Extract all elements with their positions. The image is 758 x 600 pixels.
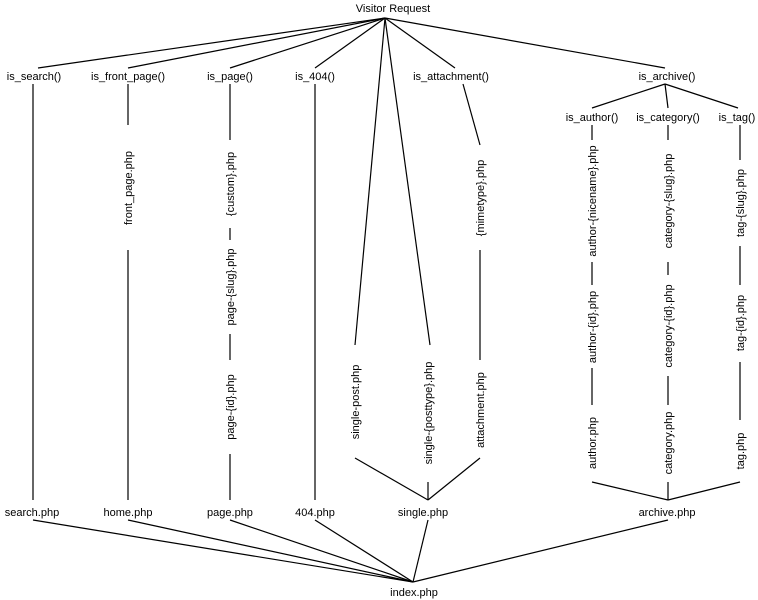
node-is-search: is_search() [7, 71, 61, 83]
node-author-id: author-{id}.php [587, 291, 599, 363]
edges-chains [32, 83, 741, 500]
node-single-posttype: single-{posttype}.php [423, 362, 435, 465]
node-archive-php: archive.php [639, 507, 696, 519]
node-tag-id: tag-{id}.php [735, 295, 747, 351]
edge-root-is-attachment [384, 17, 456, 69]
node-single-php: single.php [398, 507, 448, 519]
edge-root-single-post [354, 17, 386, 346]
edge-tag-php-archive-php [667, 481, 741, 501]
edge-is-archive-is-category [664, 83, 669, 109]
edge-root-is-search [37, 17, 386, 69]
edge-root-is-front-page [127, 17, 386, 69]
node-page-slug: page-{slug}.php [225, 248, 237, 325]
edge-is-attachment-mimetype [462, 83, 481, 146]
vertical-labels: front_page.php {custom}.php page-{slug}.… [123, 145, 747, 474]
horizontal-labels: Visitor Request is_search() is_front_pag… [5, 3, 756, 599]
edge-is-archive-is-tag [664, 83, 739, 109]
node-front-page-php: front_page.php [123, 151, 135, 225]
edge-author-php-archive-php [591, 481, 669, 501]
node-page-custom: {custom}.php [225, 152, 237, 216]
node-single-post: single-post.php [350, 365, 362, 440]
edge-404-index [314, 519, 414, 583]
node-visitor-request: Visitor Request [356, 3, 430, 15]
node-is-tag: is_tag() [719, 112, 756, 124]
node-attachment-php: attachment.php [475, 372, 487, 448]
edge-root-is-404 [314, 17, 386, 69]
node-category-id: category-{id}.php [663, 284, 675, 367]
edge-archive-index [412, 519, 669, 583]
node-is-author: is_author() [566, 112, 619, 124]
node-is-archive: is_archive() [639, 71, 696, 83]
node-page-id: page-{id}.php [225, 374, 237, 439]
node-author-nicename: author-{nicename}.php [587, 145, 599, 256]
node-category-php: category.php [663, 412, 675, 475]
edge-single-index [412, 519, 429, 583]
edges-root [37, 17, 666, 346]
node-home-php: home.php [104, 507, 153, 519]
edges-index [32, 519, 669, 583]
node-tag-slug: tag-{slug}.php [735, 169, 747, 237]
node-is-404: is_404() [295, 71, 335, 83]
node-is-attachment: is_attachment() [413, 71, 489, 83]
node-is-front-page: is_front_page() [91, 71, 165, 83]
node-search-php: search.php [5, 507, 59, 519]
edge-home-index [127, 519, 414, 583]
node-index-php: index.php [390, 587, 438, 599]
edge-page-index [229, 519, 414, 583]
node-mimetype: {mimetype}.php [475, 160, 487, 236]
edge-attachment-single-php [427, 457, 481, 501]
node-author-php: author.php [587, 417, 599, 469]
edge-root-is-page [229, 17, 386, 69]
edge-is-archive-is-author [591, 83, 666, 109]
node-page-php: page.php [207, 507, 253, 519]
edges-converge [354, 457, 741, 501]
node-is-page: is_page() [207, 71, 253, 83]
node-404-php: 404.php [295, 507, 335, 519]
node-category-slug: category-{slug}.php [663, 154, 675, 249]
edge-root-is-archive [384, 17, 666, 69]
edge-search-index [32, 519, 414, 583]
node-is-category: is_category() [636, 112, 700, 124]
node-tag-php: tag.php [735, 433, 747, 470]
edge-root-single-posttype [384, 17, 431, 346]
edge-single-post-single-php [354, 457, 429, 501]
